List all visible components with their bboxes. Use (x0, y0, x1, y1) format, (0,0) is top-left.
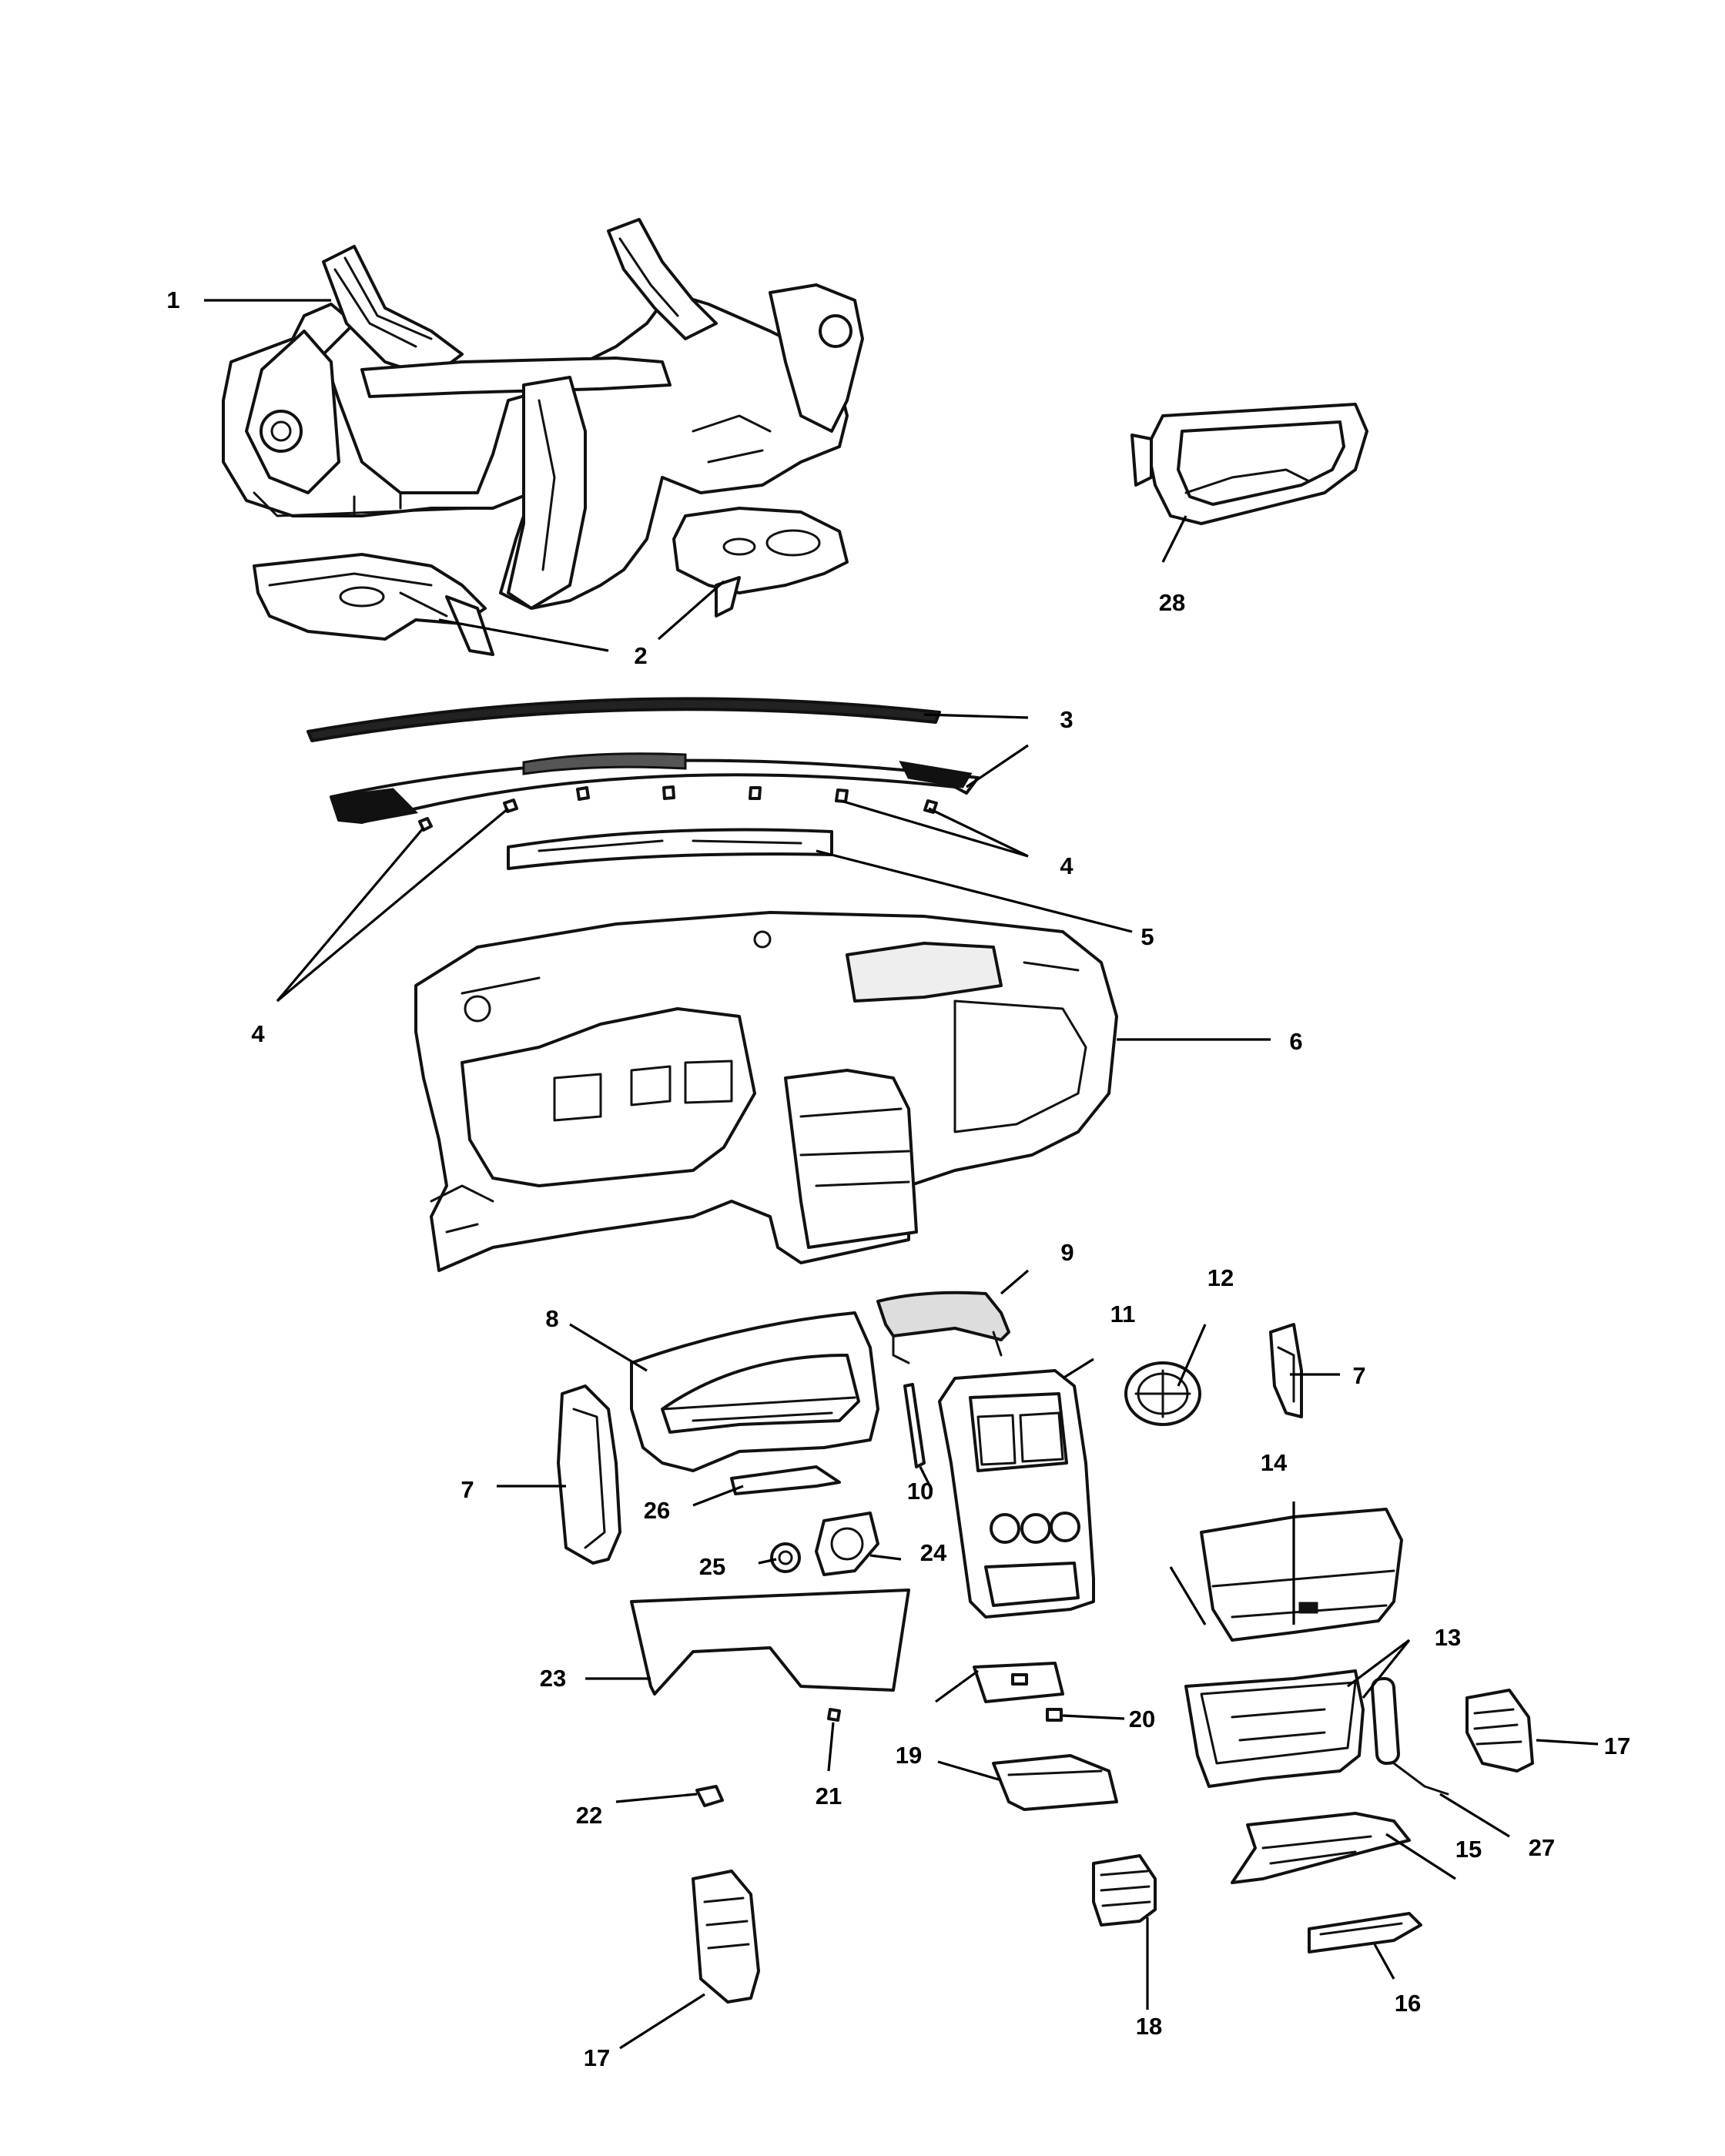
callout-26: 26 (644, 1497, 670, 1524)
callout-5: 5 (1141, 923, 1154, 950)
callout-7a: 7 (461, 1476, 474, 1503)
callout-7b: 7 (1352, 1362, 1365, 1389)
callout-15: 15 (1455, 1836, 1482, 1863)
callout-21: 21 (816, 1783, 842, 1810)
part-23-knee-panel (630, 1589, 910, 1696)
part-24-bezel (815, 1512, 879, 1576)
part-25-ring (770, 1542, 801, 1573)
callout-23: 23 (540, 1665, 566, 1692)
part-4-clips (418, 785, 938, 832)
part-7-left-end-cap (557, 1384, 621, 1565)
callout-10: 10 (907, 1478, 933, 1505)
part-19-pocket (973, 1662, 1118, 1811)
part-2-left-bracket (253, 553, 494, 656)
part-28-frame (1130, 403, 1368, 525)
part-27-damper (1371, 1676, 1449, 1796)
callout-4a: 4 (251, 1020, 265, 1047)
callout-13: 13 (1435, 1624, 1461, 1651)
callout-labels: 1 2 3 4 4 5 6 7 7 8 9 10 11 12 13 14 15 … (166, 286, 1630, 2071)
part-10-strip (903, 1383, 926, 1468)
part-17-right-vent (1465, 1689, 1534, 1773)
callout-2: 2 (634, 642, 647, 669)
callout-17b: 17 (584, 2044, 610, 2071)
part-3-top-pad (306, 697, 980, 824)
part-8-cluster-bezel (630, 1311, 879, 1472)
callout-4b: 4 (1060, 852, 1074, 879)
part-16-trim (1308, 1912, 1422, 1953)
callout-27: 27 (1529, 1834, 1555, 1861)
callout-25: 25 (699, 1553, 725, 1580)
leader-lines (204, 299, 1599, 2050)
part-14-glove-box-door (1200, 1508, 1403, 1642)
part-17-left-vent (692, 1870, 760, 2004)
part-20-switch (1046, 1708, 1063, 1722)
part-7-right-end-cap (1269, 1323, 1303, 1418)
callout-11: 11 (1110, 1301, 1136, 1327)
callout-14: 14 (1261, 1449, 1288, 1476)
part-9-hood (876, 1291, 1010, 1364)
part-5-vent-duct (507, 828, 833, 870)
part-13-glove-box-bin (1184, 1669, 1365, 1788)
callout-9: 9 (1060, 1239, 1074, 1266)
callout-16: 16 (1395, 1990, 1421, 2017)
part-1-cross-car-beam (222, 218, 864, 610)
part-18-center-vent (1092, 1854, 1157, 1927)
callout-8: 8 (545, 1305, 558, 1332)
callout-3: 3 (1060, 706, 1073, 733)
callout-24: 24 (920, 1539, 947, 1566)
callout-1: 1 (166, 286, 179, 313)
callout-20: 20 (1129, 1706, 1155, 1732)
callout-12: 12 (1208, 1264, 1234, 1291)
part-26-trim (730, 1465, 841, 1495)
callout-17a: 17 (1604, 1732, 1630, 1759)
part-6-instrument-panel (414, 911, 1118, 1272)
part-2-right-bracket (672, 507, 849, 618)
part-12-knob (1124, 1361, 1201, 1426)
part-22-button (695, 1785, 724, 1807)
part-11-center-bezel (938, 1369, 1095, 1619)
part-15-storage-bin (1231, 1812, 1411, 1884)
callout-6: 6 (1289, 1028, 1302, 1055)
callout-28: 28 (1159, 589, 1185, 616)
callout-19: 19 (896, 1742, 922, 1769)
callout-18: 18 (1136, 2013, 1162, 2040)
callout-22: 22 (576, 1802, 602, 1829)
part-21-clip (827, 1708, 841, 1722)
